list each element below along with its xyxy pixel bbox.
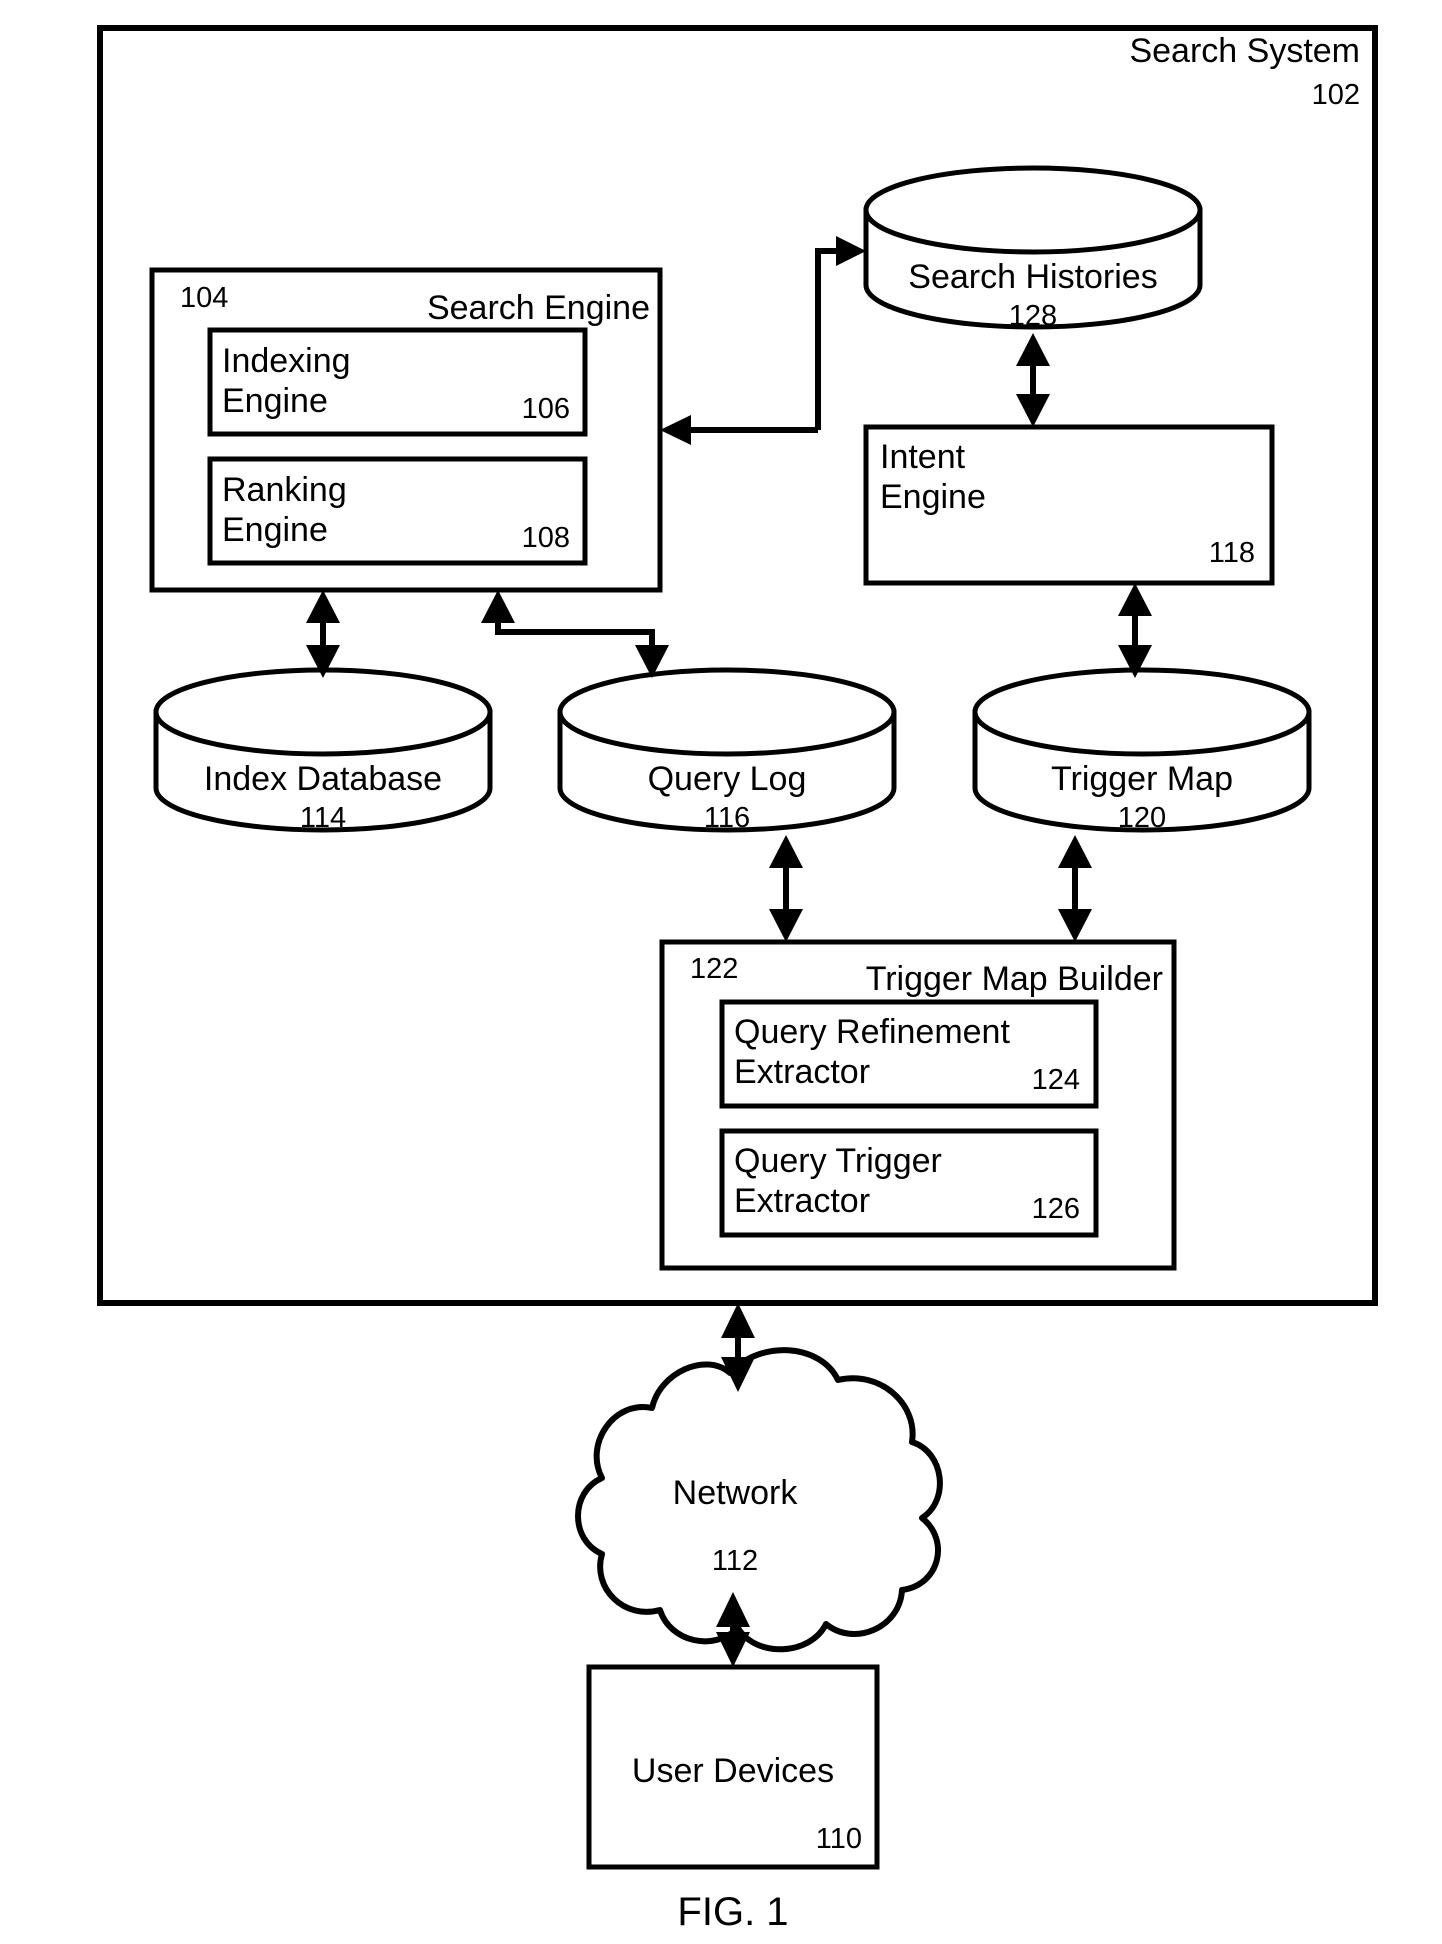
search-engine-ref: 104	[180, 282, 228, 314]
arrowhead-down-network	[721, 1357, 755, 1392]
index-database-datastore: Index Database 114	[153, 667, 493, 834]
indexing-engine-box	[207, 327, 588, 437]
arrowhead-down-trigger-map-builder-left	[769, 909, 803, 942]
trigger-map-builder-ref: 122	[690, 953, 738, 985]
trigger-map-ref: 120	[1118, 802, 1166, 834]
index-database-label: Index Database	[204, 760, 442, 798]
ranking-engine-label-line1: Ranking	[222, 471, 347, 509]
connector-search-histories-to-search-engine	[660, 415, 818, 445]
user-devices-label: User Devices	[632, 1752, 834, 1790]
figure-caption: FIG. 1	[677, 1890, 788, 1934]
indexing-engine-label-line2: Engine	[222, 382, 328, 420]
query-log-ref: 116	[704, 802, 750, 834]
arrowhead-to-search-histories	[836, 236, 866, 266]
query-refinement-extractor-label-line2: Extractor	[734, 1053, 870, 1091]
user-devices-box	[586, 1664, 880, 1870]
intent-engine-box	[863, 424, 1275, 586]
query-trigger-extractor-label-line2: Extractor	[734, 1182, 870, 1220]
arrowhead-down-trigger-map-builder-right	[1058, 909, 1092, 942]
arrowhead-down-trigger-map	[1118, 645, 1152, 678]
network-cloud: Network 112	[575, 1347, 943, 1653]
arrowhead-up-network-bottom	[716, 1592, 750, 1627]
query-trigger-extractor-label-line1: Query Trigger	[734, 1142, 942, 1180]
arrowhead-up-search-system	[721, 1303, 755, 1338]
network-ref: 112	[712, 1545, 758, 1577]
arrowhead-up-search-histories	[1016, 333, 1050, 366]
indexing-engine-ref: 106	[522, 393, 570, 425]
connector-intent-engine-trigger-map	[1118, 583, 1152, 678]
ranking-engine-box	[207, 456, 588, 566]
connector-network-user-devices	[716, 1592, 750, 1667]
ranking-engine-ref: 108	[522, 522, 570, 554]
trigger-map-builder-label: Trigger Map Builder	[866, 960, 1163, 998]
trigger-map-datastore: Trigger Map 120	[972, 667, 1312, 834]
arrowhead-up-search-engine-index	[306, 590, 340, 623]
intent-engine-label-line2: Engine	[880, 478, 986, 516]
query-refinement-extractor-ref: 124	[1032, 1064, 1080, 1096]
connector-trigger-map-trigger-map-builder	[1058, 835, 1092, 942]
arrowhead-up-intent-engine	[1118, 583, 1152, 616]
index-database-ref: 114	[300, 802, 346, 834]
search-histories-ref: 128	[1009, 300, 1057, 332]
connector-query-log-trigger-map-builder	[769, 835, 803, 942]
search-system-label: Search System	[1129, 32, 1360, 70]
search-engine-label: Search Engine	[427, 289, 650, 327]
query-trigger-extractor-box	[719, 1128, 1099, 1238]
arrowhead-down-user-devices	[716, 1632, 750, 1667]
connector-search-histories-intent-engine	[1016, 333, 1050, 427]
arrowhead-down-intent-engine	[1016, 394, 1050, 427]
query-log-label: Query Log	[648, 760, 807, 798]
connector-search-engine-query-log	[481, 590, 669, 678]
query-log-datastore: Query Log 116	[557, 667, 897, 834]
network-label: Network	[673, 1474, 799, 1512]
arrowhead-up-query-log	[769, 835, 803, 868]
query-trigger-extractor-ref: 126	[1032, 1193, 1080, 1225]
search-histories-label: Search Histories	[908, 258, 1157, 296]
arrowhead-up-trigger-map	[1058, 835, 1092, 868]
ranking-engine-label-line2: Engine	[222, 511, 328, 549]
arrowhead-up-search-engine-query	[481, 590, 515, 623]
trigger-map-label: Trigger Map	[1051, 760, 1233, 798]
intent-engine-label-line1: Intent	[880, 438, 966, 476]
arrowhead-to-search-engine	[660, 415, 691, 445]
indexing-engine-label-line1: Indexing	[222, 342, 351, 380]
connector-search-system-network	[721, 1303, 755, 1392]
arrowhead-down-query-log	[635, 645, 669, 678]
query-refinement-extractor-box	[719, 999, 1099, 1109]
intent-engine-ref: 118	[1209, 537, 1255, 569]
user-devices-ref: 110	[816, 1823, 862, 1855]
query-refinement-extractor-label-line1: Query Refinement	[734, 1013, 1010, 1051]
arrowhead-down-index-database	[306, 645, 340, 678]
search-system-ref: 102	[1312, 79, 1360, 111]
connector-search-engine-to-search-histories	[815, 236, 866, 430]
search-histories-datastore: Search Histories 128	[863, 165, 1203, 332]
connector-search-engine-index-database	[306, 590, 340, 678]
